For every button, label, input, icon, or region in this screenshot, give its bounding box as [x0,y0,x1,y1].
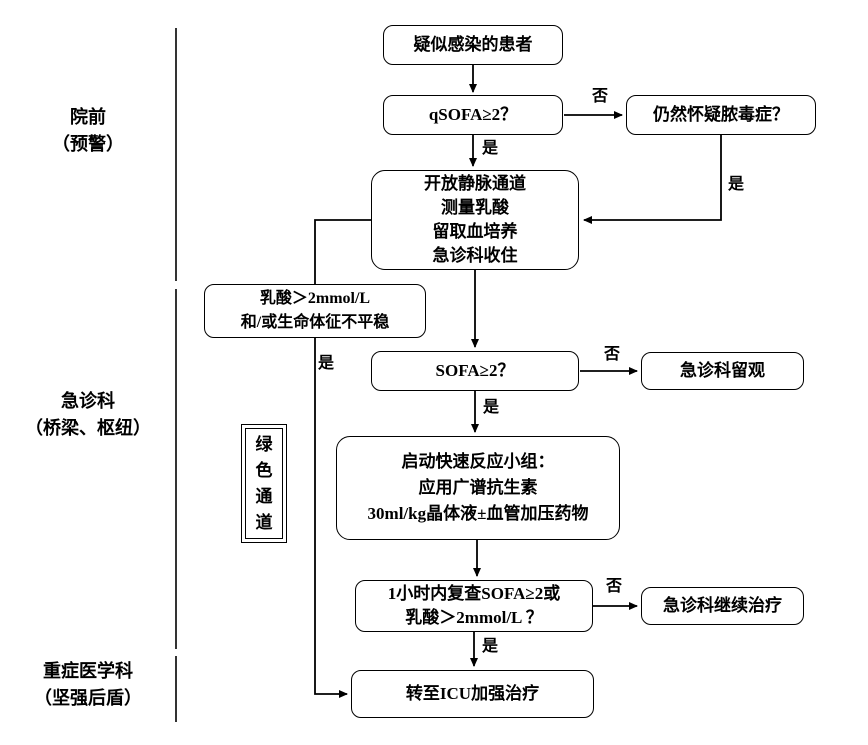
node-line: 留取血培养 [432,222,518,241]
node-line: 测量乳酸 [441,198,509,217]
node-ed-admission: 开放静脉通道 测量乳酸 留取血培养 急诊科收住 [371,170,579,270]
edge-label-yes: 是 [318,355,335,372]
green-channel-label: 绿色通道 [255,434,273,532]
section-label-line: （桥梁、枢纽） [25,418,151,438]
node-recheck-sofa: 1小时内复查SOFA≥2或 乳酸＞2mmol/L ？ [355,580,593,632]
node-line: 乳酸＞2mmol/L ？ [405,608,543,627]
section-label-line: 院前 [70,107,106,127]
node-qsofa: qSOFA≥2？ [383,95,563,135]
node-ed-observation: 急诊科留观 [641,352,804,390]
node-line: 开放静脉通道 [424,174,526,193]
node-label: 仍然怀疑脓毒症？ [653,105,789,124]
section-label-line: 重症医学科 [43,661,133,681]
node-label: SOFA≥2？ [435,361,515,380]
section-label-prehospital: 院前 （预警） [8,104,168,158]
node-line: 应用广谱抗生素 [418,478,538,497]
edge-label-yes: 是 [483,399,500,416]
node-ed-continue: 急诊科继续治疗 [641,587,804,625]
edge-label-yes: 是 [482,140,499,157]
node-line: 1小时内复查SOFA≥2或 [387,584,561,603]
node-label: 急诊科继续治疗 [663,596,782,615]
section-label-icu: 重症医学科 （坚强后盾） [8,658,168,712]
node-still-suspect-sepsis: 仍然怀疑脓毒症？ [626,95,816,135]
node-icu-transfer: 转至ICU加强治疗 [351,670,594,718]
section-label-emergency: 急诊科 （桥梁、枢纽） [8,388,168,442]
arrow-suspect-to-admission [583,135,722,224]
edge-label-no: 否 [604,346,621,363]
green-channel-inner-border: 绿色通道 [245,428,283,539]
node-line: 乳酸＞2mmol/L [259,290,371,307]
node-line: 启动快速反应小组： [401,452,555,471]
node-lactate-condition: 乳酸＞2mmol/L 和/或生命体征不平稳 [204,284,426,338]
node-label: 疑似感染的患者 [413,35,533,54]
edge-label-yes: 是 [728,176,745,193]
node-green-channel: 绿色通道 [241,424,287,543]
edge-label-no: 否 [592,88,609,105]
section-label-line: （坚强后盾） [34,688,142,708]
node-suspected-infection: 疑似感染的患者 [383,25,563,65]
edge-label-no: 否 [606,578,623,595]
node-line: 和/或生命体征不平稳 [240,314,390,331]
node-line: 急诊科收住 [432,246,518,265]
section-label-line: （预警） [52,134,124,154]
node-line: 30ml/kg晶体液±血管加压药物 [367,504,589,523]
section-label-line: 急诊科 [61,391,115,411]
arrow-green-channel-to-icu [314,219,371,698]
node-label: 急诊科留观 [680,361,765,380]
node-rapid-response: 启动快速反应小组： 应用广谱抗生素 30ml/kg晶体液±血管加压药物 [336,436,620,540]
edge-label-yes: 是 [482,638,499,655]
node-label: 转至ICU加强治疗 [405,684,540,703]
node-label: qSOFA≥2？ [428,105,518,124]
node-sofa: SOFA≥2？ [371,351,579,391]
